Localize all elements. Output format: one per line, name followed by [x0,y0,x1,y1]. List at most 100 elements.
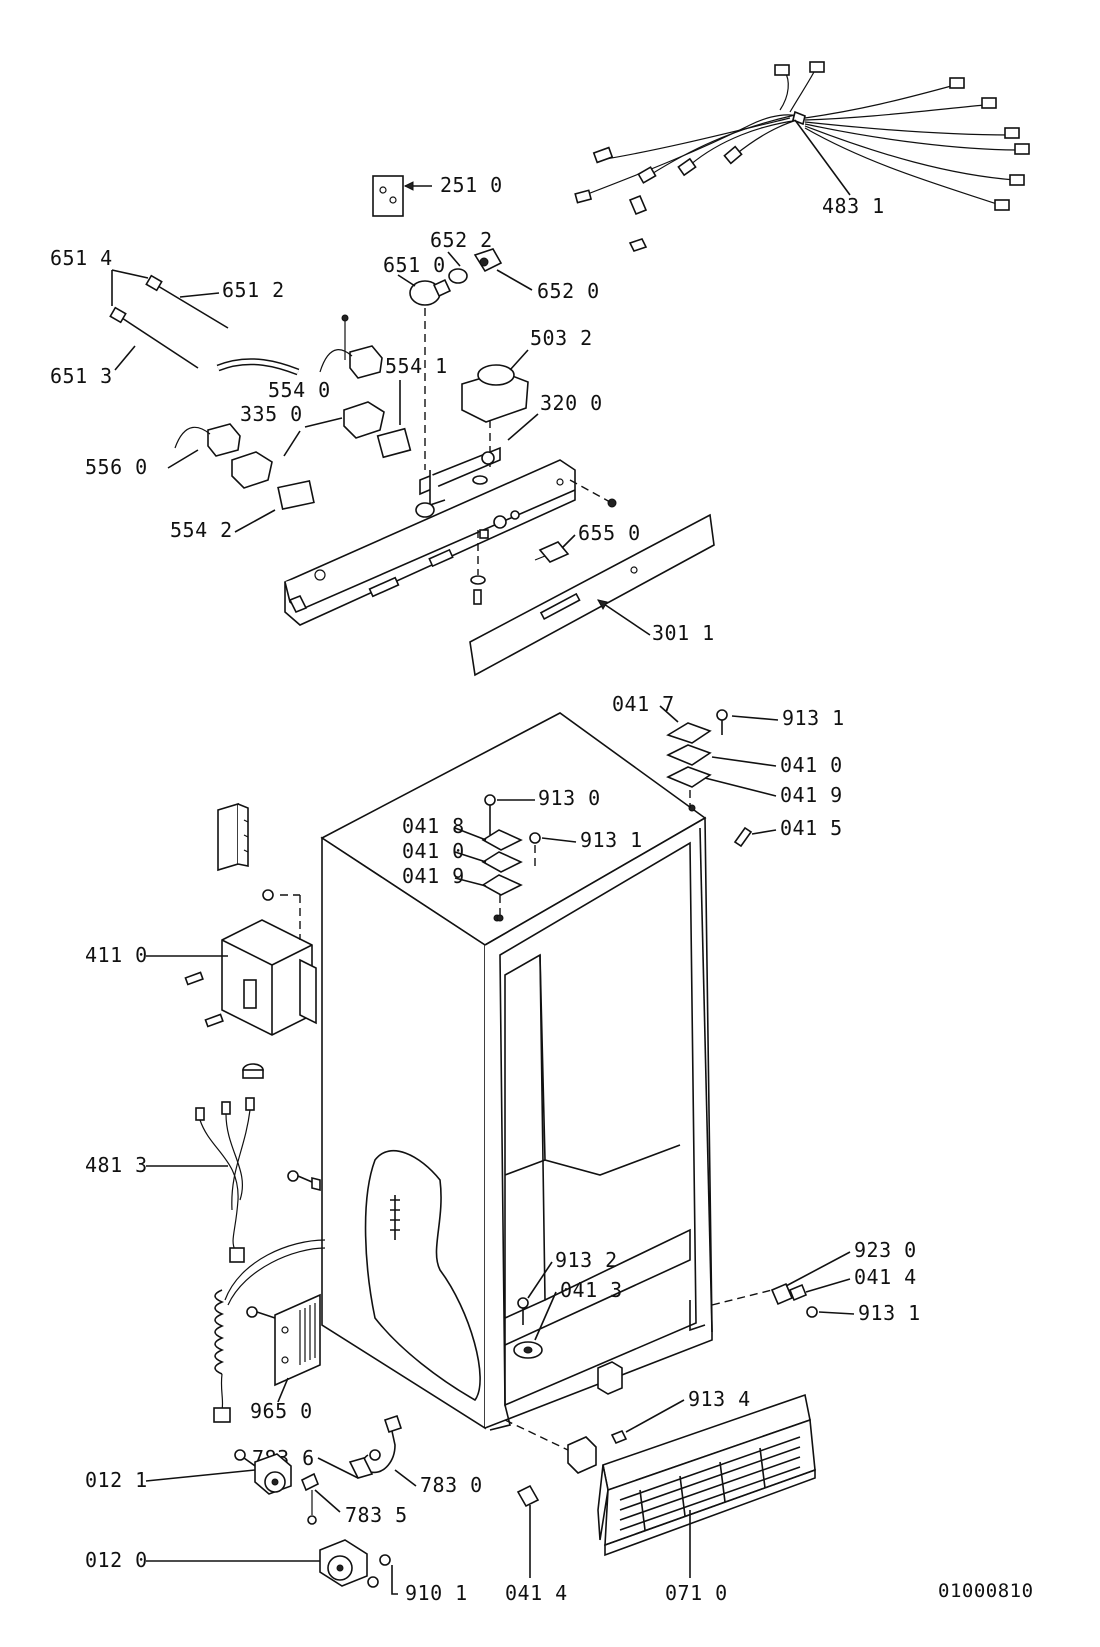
caster-012-0 [319,1539,391,1588]
leader-652-0 [496,269,533,291]
hinge-top-left [481,794,541,922]
leader-041-8 [454,827,487,841]
label-041-8: 041 8 [402,814,465,838]
label-335-0: 335 0 [240,402,303,426]
label-012-0: 012 0 [85,1548,148,1572]
label-041-9-right: 041 9 [780,783,843,807]
thermostat-554-0 [319,314,383,379]
leader-910-1 [391,1565,398,1595]
thermostat-556-0 [174,423,241,457]
leader-320-0 [507,413,539,441]
leader-651-0 [397,274,416,287]
label-041-3: 041 3 [560,1278,623,1302]
lamp-ring-652-2 [448,268,468,284]
leader-041-9-left [454,877,487,887]
bracket-335-0-left [231,451,273,489]
arrow-301-1 [597,599,608,611]
harness-481-3 [195,1097,255,1263]
leader-301-1 [597,599,651,636]
sensor-probe-651-2 [145,274,229,329]
label-041-0-left: 041 0 [402,839,465,863]
wiring-harness-483-1 [574,61,1030,252]
lamp-bulb-651-0 [409,278,452,306]
leader-556-0 [167,449,199,469]
label-251-0: 251 0 [440,173,503,197]
leader-923-0 [785,1251,851,1287]
leader-483-1 [794,119,851,196]
part-655-0 [534,541,570,563]
label-041-0-right: 041 0 [780,753,843,777]
refrigerator-cabinet [320,712,713,1431]
label-041-4-bottom: 041 4 [505,1581,568,1605]
control-housing-320-0 [284,446,576,626]
leader-041-3 [534,1291,557,1341]
screw-housing-bottom [470,530,486,605]
label-651-3: 651 3 [50,364,113,388]
insulator-554-1 [376,427,412,459]
clip-783-5 [300,1472,320,1525]
label-923-0: 923 0 [854,1238,917,1262]
leader-041-0-left [454,851,487,863]
label-913-1-mid: 913 1 [580,828,643,852]
leader-335-0a [304,417,343,428]
bracket-335-0-right [343,401,385,439]
leader-651-2 [179,292,220,298]
screw-housing-top [472,451,617,508]
screw-cabinet-left [287,1170,321,1192]
label-041-5: 041 5 [780,816,843,840]
leader-913-1-top [731,715,779,721]
leader-041-5 [751,829,777,835]
leader-041-7 [659,705,679,723]
foot-pad [597,1361,623,1395]
kickplate-grille-071-0 [597,1393,816,1557]
label-041-7: 041 7 [612,692,675,716]
label-783-0: 783 0 [420,1473,483,1497]
label-320-0: 320 0 [540,391,603,415]
drawing-number: 01000810 [938,1580,1034,1602]
label-481-3: 481 3 [85,1153,148,1177]
label-041-9-left: 041 9 [402,864,465,888]
label-071-0: 071 0 [665,1581,728,1605]
label-913-1-bottom: 913 1 [858,1301,921,1325]
label-652-2: 652 2 [430,228,493,252]
power-cord [213,1239,326,1423]
label-554-2: 554 2 [170,518,233,542]
label-910-1: 910 1 [405,1581,468,1605]
label-556-0: 556 0 [85,455,148,479]
leader-655-0 [561,534,576,549]
label-655-0: 655 0 [578,521,641,545]
leader-012-1 [145,1469,256,1482]
leader-554-2 [234,509,276,533]
label-301-1: 301 1 [652,621,715,645]
label-965-0: 965 0 [250,1399,313,1423]
arrow-251-0 [403,181,414,191]
sensor-probe-651-3 [109,306,199,369]
relay-box-411-0 [184,889,317,1079]
hinge-top-right [666,709,728,808]
clip-041-4-bottom [516,1484,540,1508]
leader-783-6 [317,1457,359,1479]
leader-913-2 [527,1261,553,1299]
clip-783-6 [348,1457,374,1479]
label-913-4: 913 4 [688,1387,751,1411]
leader-652-2 [447,251,461,267]
leader-041-9-right [704,777,777,797]
lamp-socket-652-0 [473,248,503,273]
label-012-1: 012 1 [85,1468,148,1492]
label-913-2: 913 2 [555,1248,618,1272]
label-783-5: 783 5 [345,1503,408,1527]
timer-503-2 [461,364,529,470]
leader-783-0 [394,1469,417,1487]
plug-041-5 [733,826,753,848]
label-651-0: 651 0 [383,253,446,277]
overload-bracket-965-0 [246,1293,321,1387]
screw-913-2 [517,1297,529,1325]
label-652-0: 652 0 [537,279,600,303]
plate-251-0 [372,175,404,217]
leader-913-1-bottom [818,1311,855,1315]
label-913-0: 913 0 [538,786,601,810]
hinge-bottom-right [711,1282,818,1318]
label-483-1: 483 1 [822,194,885,218]
label-411-0: 411 0 [85,943,148,967]
